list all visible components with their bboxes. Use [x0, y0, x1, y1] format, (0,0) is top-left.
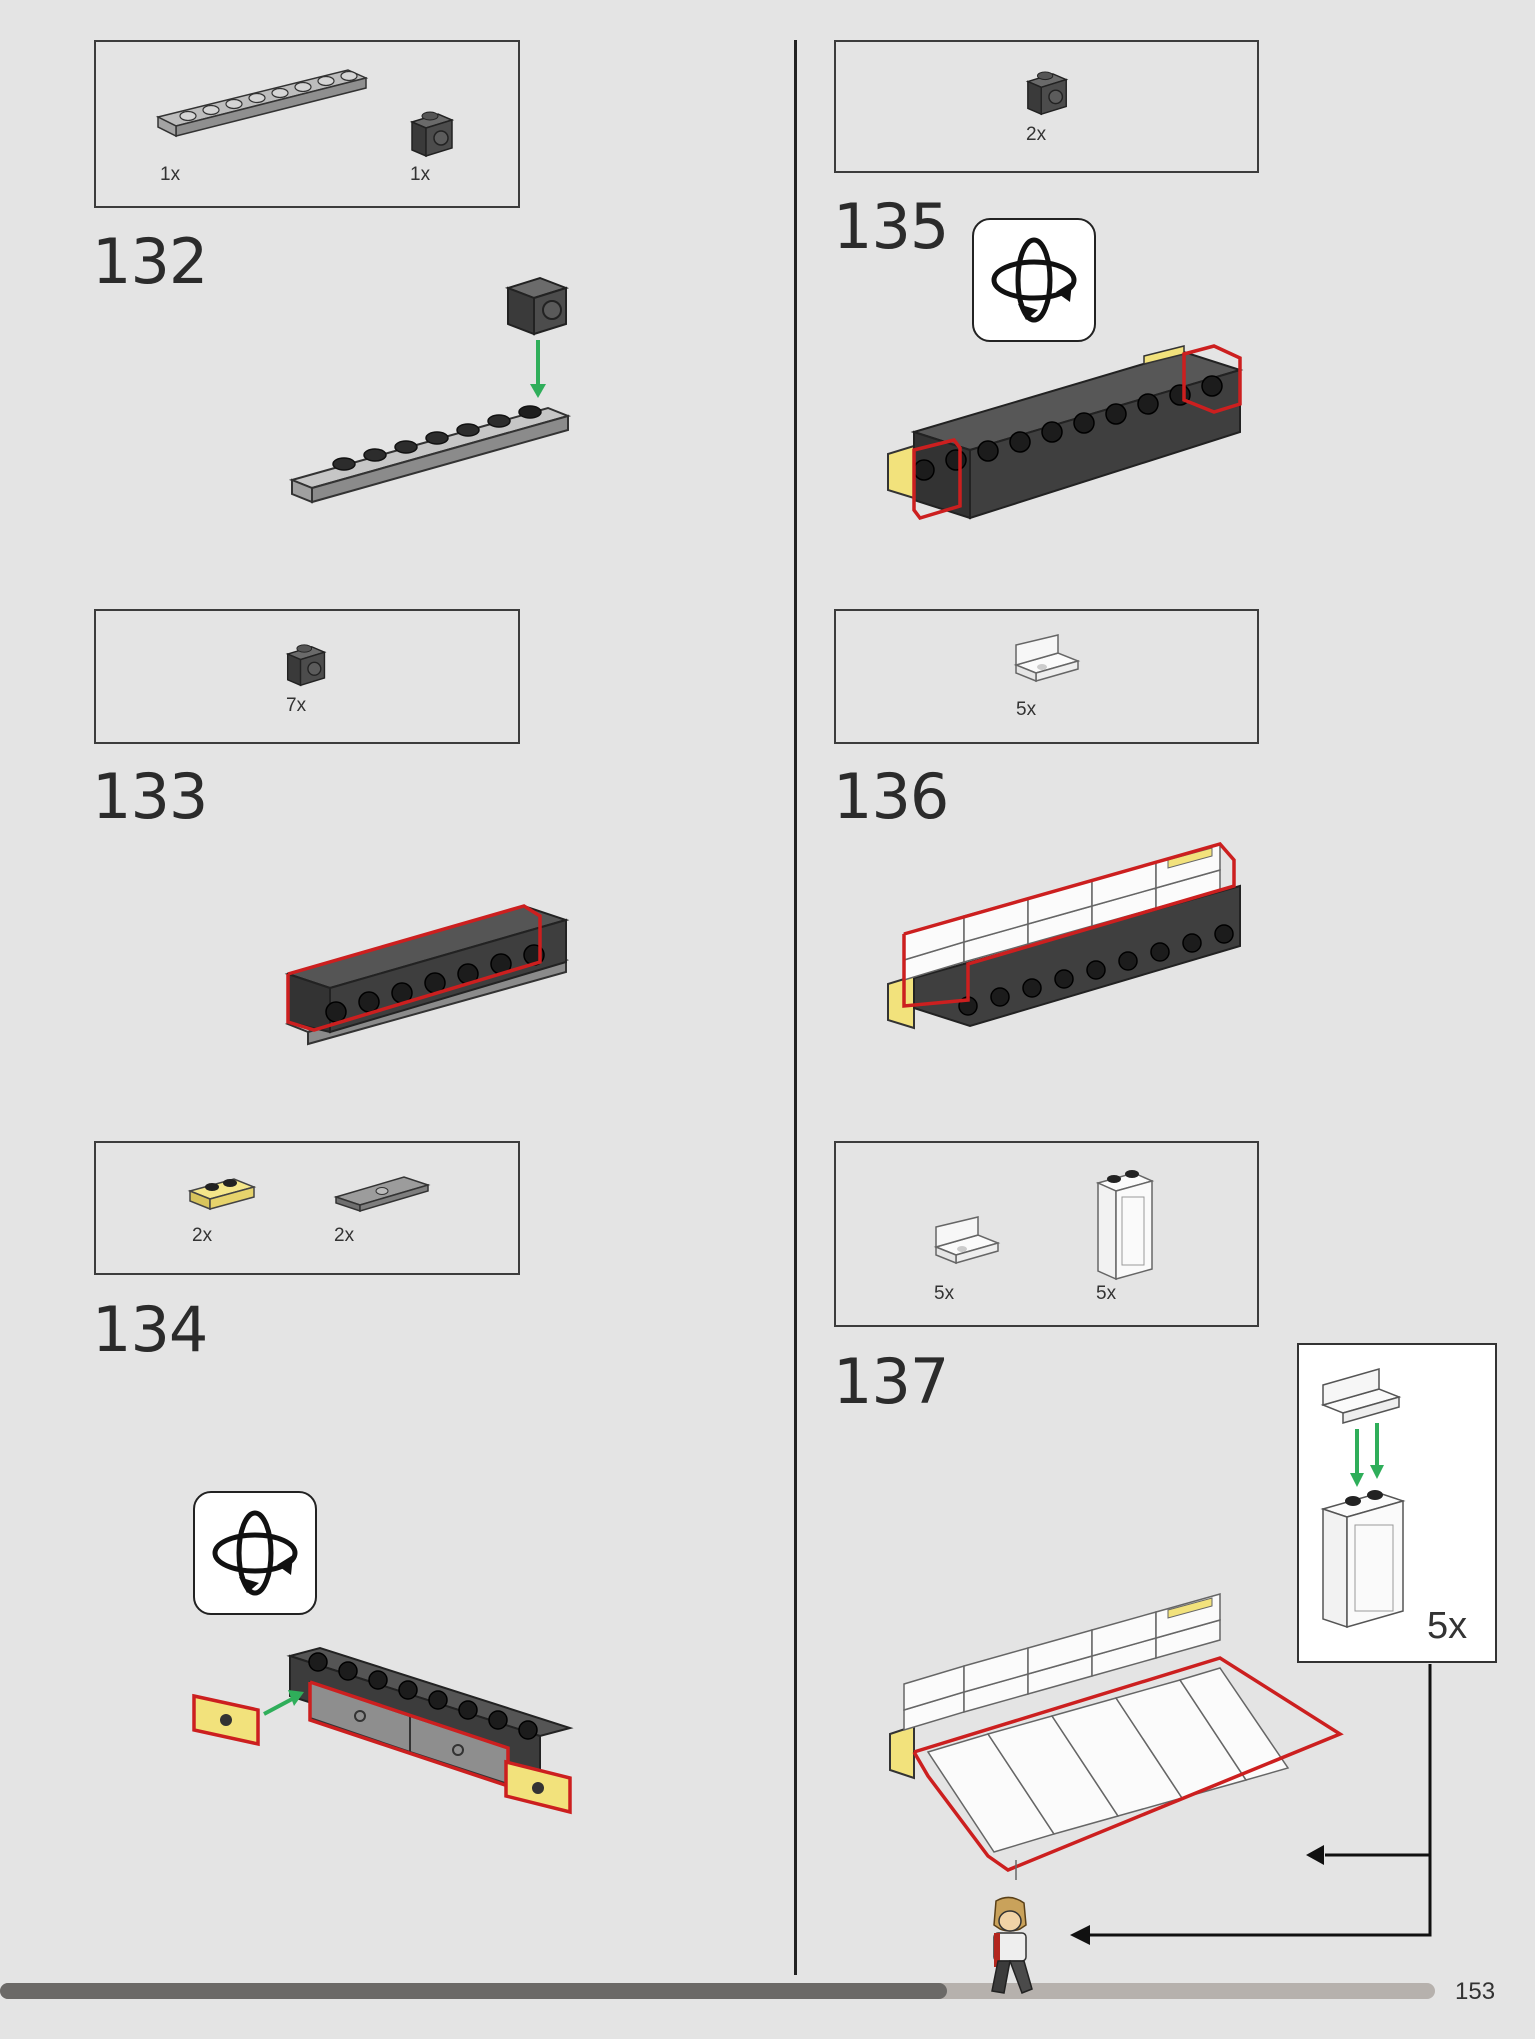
- step-136-parts-box: 5x: [834, 609, 1259, 744]
- step-136-number: 136: [833, 760, 949, 833]
- tile-with-stud-part-icon: [333, 1176, 431, 1213]
- side-stud-brick-part-icon: [1025, 71, 1069, 116]
- side-stud-brick-part-icon: [409, 111, 455, 158]
- step-137-model: [889, 1593, 1344, 1880]
- step-137-number: 137: [833, 1345, 949, 1418]
- step-132-part-1-qty: 1x: [160, 164, 181, 185]
- step-135-number: 135: [833, 190, 949, 263]
- step-137-part-2-qty: 5x: [1096, 1283, 1117, 1304]
- step-132-number: 132: [92, 225, 208, 298]
- step-132-part-2-qty: 1x: [410, 164, 431, 185]
- step-136-model: [887, 842, 1241, 1030]
- black-arrow-icon: [1306, 1845, 1324, 1865]
- step-133-number: 133: [92, 760, 208, 833]
- callout-assembly-illustration: [1320, 1368, 1406, 1629]
- step-135-part-1-qty: 2x: [1026, 124, 1047, 145]
- rotate-model-icon: [972, 218, 1096, 342]
- clear-bracket-part-icon: [1013, 634, 1081, 683]
- callout-quantity: 5x: [1427, 1605, 1468, 1647]
- trans-yellow-plate-part-icon: [187, 1178, 257, 1211]
- green-arrow-icon: [263, 1696, 295, 1716]
- step-134-part-1-qty: 2x: [192, 1225, 213, 1246]
- step-134-number: 134: [92, 1293, 208, 1366]
- step-133-model: [284, 904, 570, 1046]
- minifigure-progress-icon: [991, 1896, 1033, 1994]
- step-133-part-1-qty: 7x: [286, 695, 307, 716]
- step-137-parts-box: 5x 5x: [834, 1141, 1259, 1327]
- step-135-model: [887, 344, 1244, 521]
- step-134-part-2-qty: 2x: [334, 1225, 355, 1246]
- step-134-model: [192, 1646, 574, 1815]
- step-134-parts-box: 2x 2x: [94, 1141, 520, 1275]
- plate-1x8-part-icon: [155, 69, 369, 138]
- step-132-parts-box: 1x 1x: [94, 40, 520, 208]
- step-132-model: [288, 276, 572, 504]
- side-stud-brick-part-icon: [285, 644, 327, 687]
- build-progress-fill: [0, 1983, 948, 1999]
- clear-panel-part-icon: [1095, 1170, 1155, 1281]
- step-133-parts-box: 7x: [94, 609, 520, 744]
- step-136-part-1-qty: 5x: [1016, 699, 1037, 720]
- rotate-model-icon: [193, 1491, 317, 1615]
- black-arrow-icon: [1070, 1925, 1090, 1945]
- page-number: 153: [1455, 1978, 1496, 2005]
- step-137-part-1-qty: 5x: [934, 1283, 955, 1304]
- sub-assembly-callout: 5x: [1297, 1343, 1497, 1663]
- step-135-parts-box: 2x: [834, 40, 1259, 173]
- column-divider: [794, 40, 797, 1975]
- clear-bracket-part-icon: [933, 1216, 1001, 1265]
